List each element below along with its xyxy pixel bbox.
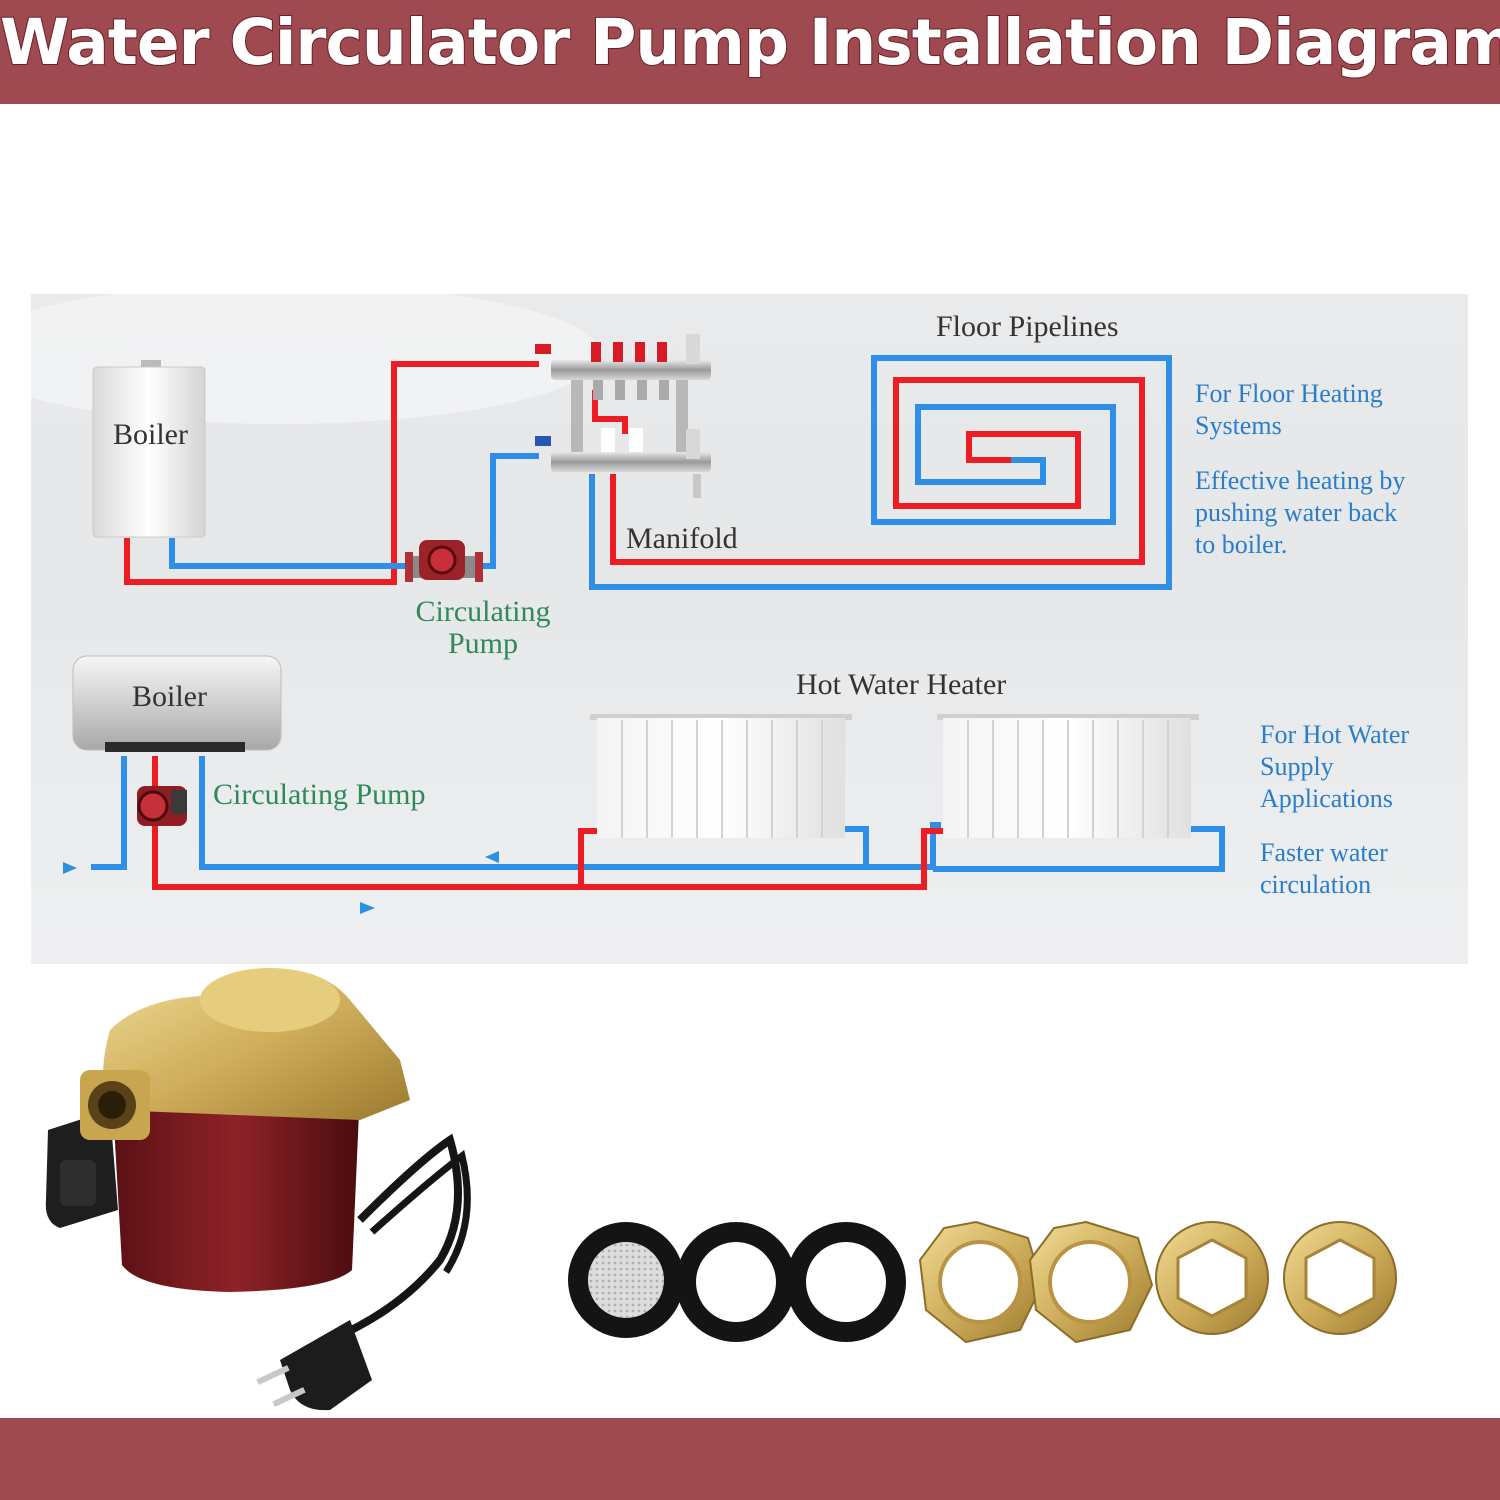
brass-union-fitting-2: [1283, 1221, 1397, 1335]
boiler-label-bottom: Boiler: [132, 680, 207, 713]
manifold-return-pipe: [589, 355, 1172, 590]
water-tank-boiler: [72, 655, 282, 752]
boiler-return-pipe: [169, 538, 411, 569]
pipe-diagram: [31, 294, 1225, 914]
rubber-gasket-1: [676, 1222, 796, 1342]
return-arrow: [485, 851, 499, 863]
radiator-2: [937, 714, 1199, 838]
radiator1-outlet-pipe: [845, 826, 869, 865]
supply-arrow: [360, 902, 375, 914]
floor-caption-title: For Floor Heating Systems: [1195, 379, 1383, 440]
brass-union-fitting-1: [1155, 1221, 1269, 1335]
bottom-pump-icon: [137, 786, 187, 826]
manifold-supply-pipe: [610, 377, 1145, 565]
floor-system-pipes: [124, 355, 1172, 590]
floor-caption-desc: Effective heating by pushing water back …: [1195, 466, 1406, 559]
inlet-arrow: [63, 862, 77, 874]
radiator2-outlet-pipe: [933, 826, 1225, 872]
radiator1-inlet-pipe: [578, 828, 597, 885]
manifold-label: Manifold: [626, 522, 738, 555]
bottom-pump-label: Circulating Pump: [213, 778, 426, 811]
hot-water-system-pipes: [91, 756, 1225, 890]
hot-water-caption-desc: Faster water circulation: [1260, 838, 1388, 899]
floor-pipelines-label: Floor Pipelines: [936, 310, 1119, 343]
boiler-label-top: Boiler: [113, 418, 188, 451]
hot-water-caption-title: For Hot Water Supply Applications: [1260, 720, 1410, 813]
diagram-panel: Boiler Manifold Floor Pipelines Circulat…: [31, 294, 1468, 964]
manifold-riser: [592, 390, 628, 434]
title-banner: Water Circulator Pump Installation Diagr…: [0, 0, 1500, 104]
flow-arrows: [63, 851, 499, 914]
pump-return-pipe: [476, 453, 539, 569]
heater-supply-pipe: [152, 756, 943, 890]
boiler-top: [92, 360, 206, 538]
inlet-pipe: [91, 756, 127, 870]
manifold-icon: [535, 334, 711, 498]
top-pump-label: Circulating Pump: [415, 595, 551, 660]
product-parts: [45, 968, 1397, 1411]
brass-hex-nut-2: [1028, 1220, 1154, 1344]
boiler-supply-pipe: [124, 361, 539, 585]
radiator-1: [590, 714, 852, 838]
hot-water-heater-label: Hot Water Heater: [796, 668, 1007, 701]
page-title: Water Circulator Pump Installation Diagr…: [0, 5, 1500, 80]
filter-gasket: [568, 1222, 684, 1338]
rubber-gasket-2: [786, 1222, 906, 1342]
top-pump-icon: [405, 540, 483, 582]
footer-banner: [0, 1418, 1500, 1500]
brass-hex-nut-1: [918, 1220, 1044, 1344]
pump-unit-photo: [45, 968, 471, 1411]
